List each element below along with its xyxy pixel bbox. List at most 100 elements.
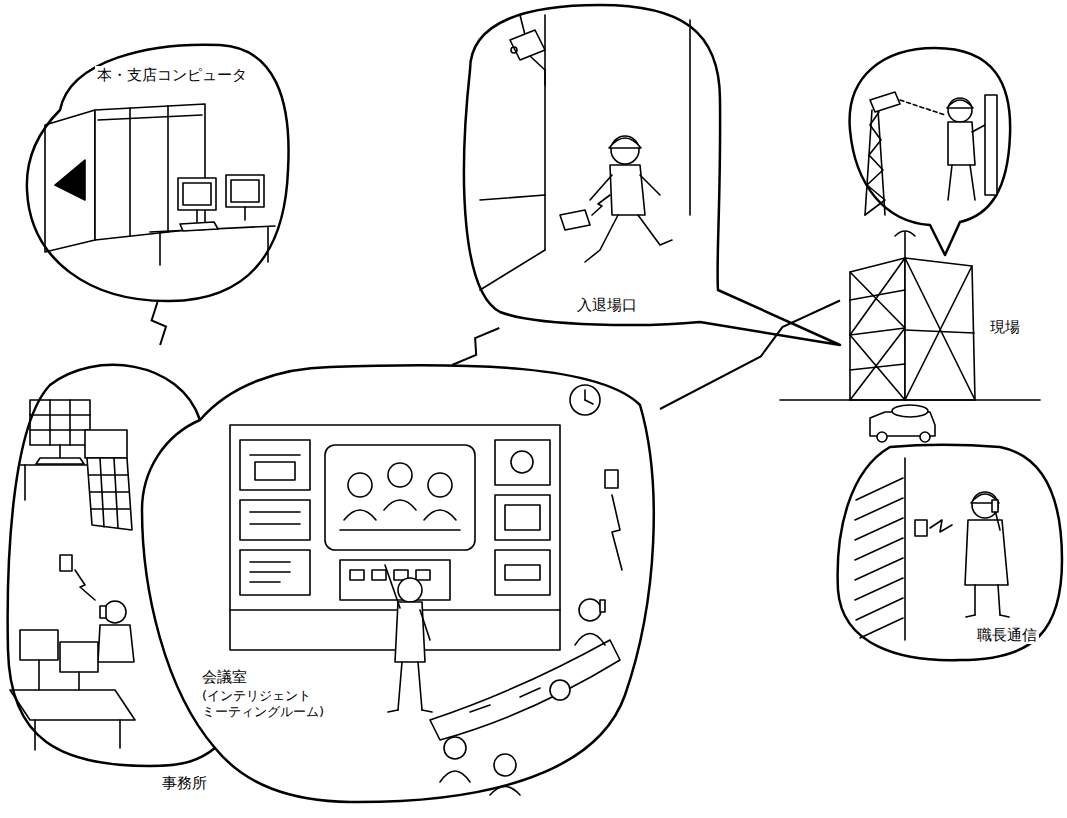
node-label: 入退場口: [575, 296, 639, 314]
foreman-illustration-part: [995, 510, 1000, 530]
site-camera-bubble: [850, 48, 1011, 255]
meeting-room-illustration-part: [470, 705, 490, 712]
node-label: 現場: [988, 318, 1022, 336]
node-label: 会議室: [200, 668, 249, 686]
office-illustration-part: [10, 690, 135, 720]
foreman-illustration-part: [855, 498, 903, 520]
meeting-room-illustration-part: [240, 440, 310, 490]
office-illustration-part: [98, 625, 134, 662]
radio-link: [660, 301, 840, 410]
building-illustration-part: [877, 432, 887, 442]
site-camera-bubble-part: [948, 122, 975, 165]
meeting-room-illustration-part: [350, 570, 364, 580]
meeting-room-illustration-part: [240, 500, 310, 540]
site-camera-bubble-part: [865, 112, 885, 215]
foreman-illustration-part: [855, 518, 903, 540]
computer-illustration-part: [267, 227, 269, 262]
meeting-room-illustration-part: [398, 662, 402, 710]
meeting-room-illustration-part: [250, 581, 280, 583]
gate-illustration-part: [585, 215, 618, 262]
meeting-room-illustration-part: [348, 473, 372, 497]
computer-illustration-part: [159, 232, 161, 265]
computer-illustration-part: [183, 183, 211, 205]
building-illustration-part: [850, 258, 905, 335]
meeting-room-illustration-part: [570, 385, 600, 415]
office-illustration-part: [59, 445, 61, 458]
foreman-illustration-part: [855, 558, 903, 580]
meeting-room-illustration-part: [372, 570, 386, 580]
site-camera-bubble-part: [972, 125, 985, 132]
office-illustration-part: [89, 474, 128, 476]
office-illustration-part: [119, 720, 121, 748]
meeting-room-illustration-part: [424, 510, 456, 520]
office-illustration-part: [100, 606, 106, 618]
office-illustration-part: [24, 465, 26, 500]
building-illustration-part: [850, 328, 905, 400]
gate-illustration-part: [520, 15, 525, 35]
office-illustration-part: [60, 642, 98, 672]
node-label: 本・支店コンピュータ: [95, 66, 249, 84]
site-camera-bubble-part: [870, 92, 900, 112]
office-illustration-part: [38, 660, 40, 690]
bubble-outline-path: [838, 445, 1062, 660]
gate-illustration-part: [609, 138, 641, 148]
office-illustration-part: [49, 400, 51, 445]
meeting-room-illustration-part: [585, 400, 593, 404]
building-illustration-part: [850, 328, 905, 335]
meeting-room-illustration-part: [505, 565, 540, 580]
foreman-illustration-part: [915, 520, 927, 536]
building-illustration-part: [895, 231, 915, 236]
site-camera-bubble-part: [947, 100, 973, 108]
gate-illustration-part: [511, 47, 517, 53]
foreman-illustration: [855, 458, 1009, 640]
computer-illustration-part: [95, 104, 205, 240]
meeting-room-illustration-part: [550, 680, 570, 700]
meeting-room-illustration-part: [388, 710, 398, 712]
office-illustration-part: [104, 601, 126, 623]
meeting-room-illustration-part: [495, 550, 550, 595]
meeting-room-illustration-part: [230, 425, 560, 650]
office-illustration-part: [87, 458, 132, 530]
foreman-illustration-part: [860, 618, 903, 638]
bubble-outline: [140, 365, 660, 805]
meeting-room-illustration-part: [505, 505, 540, 530]
node-label: 職長通信: [975, 626, 1039, 644]
gate-illustration-part: [592, 195, 610, 215]
gate-illustration: [480, 15, 690, 290]
office-illustration-part: [75, 570, 95, 600]
meeting-room-illustration-part: [325, 445, 475, 550]
foreman-illustration-part: [856, 478, 903, 500]
meeting-room-illustration-part: [418, 662, 422, 710]
bubble-outline: [460, 3, 722, 328]
meeting-room-illustration-part: [420, 610, 430, 640]
foreman-illustration-part: [930, 520, 952, 532]
office-illustration-part: [30, 414, 90, 416]
gate-illustration-part: [590, 175, 612, 200]
meeting-room-illustration-part: [250, 571, 290, 573]
site-building: 現場: [840, 215, 1040, 405]
meeting-room-illustration-part: [255, 462, 295, 480]
computer-illustration-part: [196, 210, 198, 222]
meeting-room-illustration-part: [605, 470, 618, 488]
foreman-illustration-part: [1000, 615, 1009, 617]
meeting-room-illustration-part: [520, 688, 540, 697]
computer-illustration-part: [178, 178, 216, 210]
site-camera-bubble-part: [970, 165, 975, 200]
foreman-illustration-part: [992, 500, 998, 512]
meeting-room-illustration-part: [340, 529, 460, 531]
office-illustration-part: [90, 491, 129, 493]
office-illustration-part: [91, 508, 130, 510]
meeting-room-illustration-part: [250, 511, 300, 513]
office-illustration-part: [114, 458, 118, 528]
building-illustration-part: [850, 258, 905, 400]
gate-illustration-part: [510, 30, 545, 60]
meeting-room-illustration-part: [444, 737, 466, 759]
building-illustration-part: [850, 290, 905, 300]
meeting-room-illustration-part: [600, 600, 605, 612]
office-illustration: [10, 400, 135, 750]
computer-illustration-part: [45, 110, 95, 252]
meeting-room-illustration-part: [250, 454, 300, 456]
meeting-room-illustration-part: [398, 578, 422, 602]
office-illustration-part: [30, 429, 90, 431]
